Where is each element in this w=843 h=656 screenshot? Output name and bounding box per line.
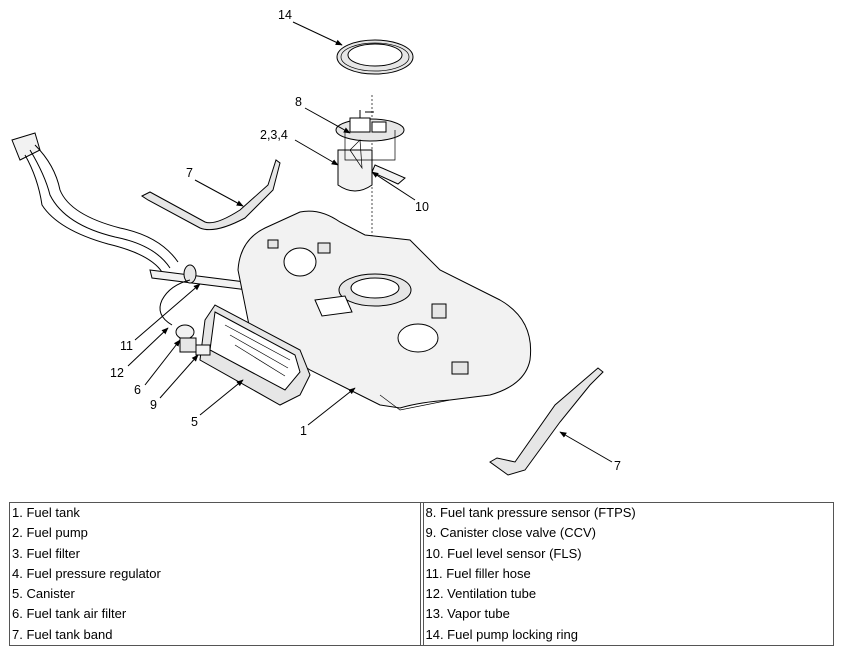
leader-5: [199, 379, 244, 416]
legend-item: 11. Fuel filler hose: [425, 565, 531, 581]
leader-7a: [194, 179, 244, 207]
callout-6: 6: [134, 383, 141, 397]
ventilation-tube: [159, 279, 191, 326]
callout-8: 8: [295, 95, 302, 109]
leader-7b: [559, 431, 613, 463]
leader-8: [304, 107, 351, 134]
legend-item: 6. Fuel tank air filter: [12, 606, 127, 622]
callout-14: 14: [278, 8, 292, 22]
legend-item: 12. Ventilation tube: [425, 586, 537, 602]
legend-item: 8. Fuel tank pressure sensor (FTPS): [425, 505, 636, 520]
legend-item: 5. Canister: [12, 586, 75, 602]
legend-column-right: 8. Fuel tank pressure sensor (FTPS) 9. C…: [422, 503, 834, 645]
leader-1: [307, 387, 356, 426]
leader-14: [292, 21, 343, 46]
canister-close-valve: [175, 324, 211, 356]
callout-12: 12: [110, 366, 124, 380]
legend-item: 4. Fuel pressure regulator: [12, 565, 161, 581]
leader-11: [134, 283, 201, 341]
legend-item: 14. Fuel pump locking ring: [425, 626, 578, 642]
fuel-system-diagram: 14 8 2,3,4 7 10 11 12 6 9 5 1 7: [11, 8, 621, 476]
leader-12: [127, 327, 169, 367]
parts-legend-table: 1. Fuel tank 2. Fuel pump 3. Fuel filter…: [9, 502, 834, 646]
fuel-tank-band-lower: [489, 367, 604, 476]
legend-item: 1. Fuel tank: [12, 505, 80, 520]
callout-5: 5: [191, 415, 198, 429]
legend-item: 2. Fuel pump: [12, 525, 88, 541]
leader-234: [294, 139, 339, 166]
leader-6: [144, 339, 181, 386]
callout-10: 10: [415, 200, 429, 214]
legend-item: 9. Canister close valve (CCV): [425, 525, 597, 541]
leader-9: [159, 354, 199, 399]
fuel-pump-module: [335, 110, 406, 192]
callout-2-3-4: 2,3,4: [260, 128, 288, 142]
legend-item: 7. Fuel tank band: [12, 626, 113, 642]
legend-item: 13. Vapor tube: [425, 606, 510, 622]
fuel-filler-hose: [11, 132, 249, 291]
fuel-tank: [237, 210, 532, 411]
callout-7-lower: 7: [614, 459, 621, 473]
legend-item: 3. Fuel filter: [12, 545, 80, 561]
fuel-pump-locking-ring: [336, 39, 414, 75]
callout-9: 9: [150, 398, 157, 412]
legend-column-left: 1. Fuel tank 2. Fuel pump 3. Fuel filter…: [10, 503, 421, 645]
callout-1: 1: [300, 424, 307, 438]
leader-10: [371, 171, 416, 201]
legend-item: 10. Fuel level sensor (FLS): [425, 545, 582, 561]
canister: [199, 304, 311, 406]
callout-7-upper: 7: [186, 166, 193, 180]
callout-11: 11: [120, 339, 133, 353]
fuel-tank-band-upper: [141, 159, 281, 231]
